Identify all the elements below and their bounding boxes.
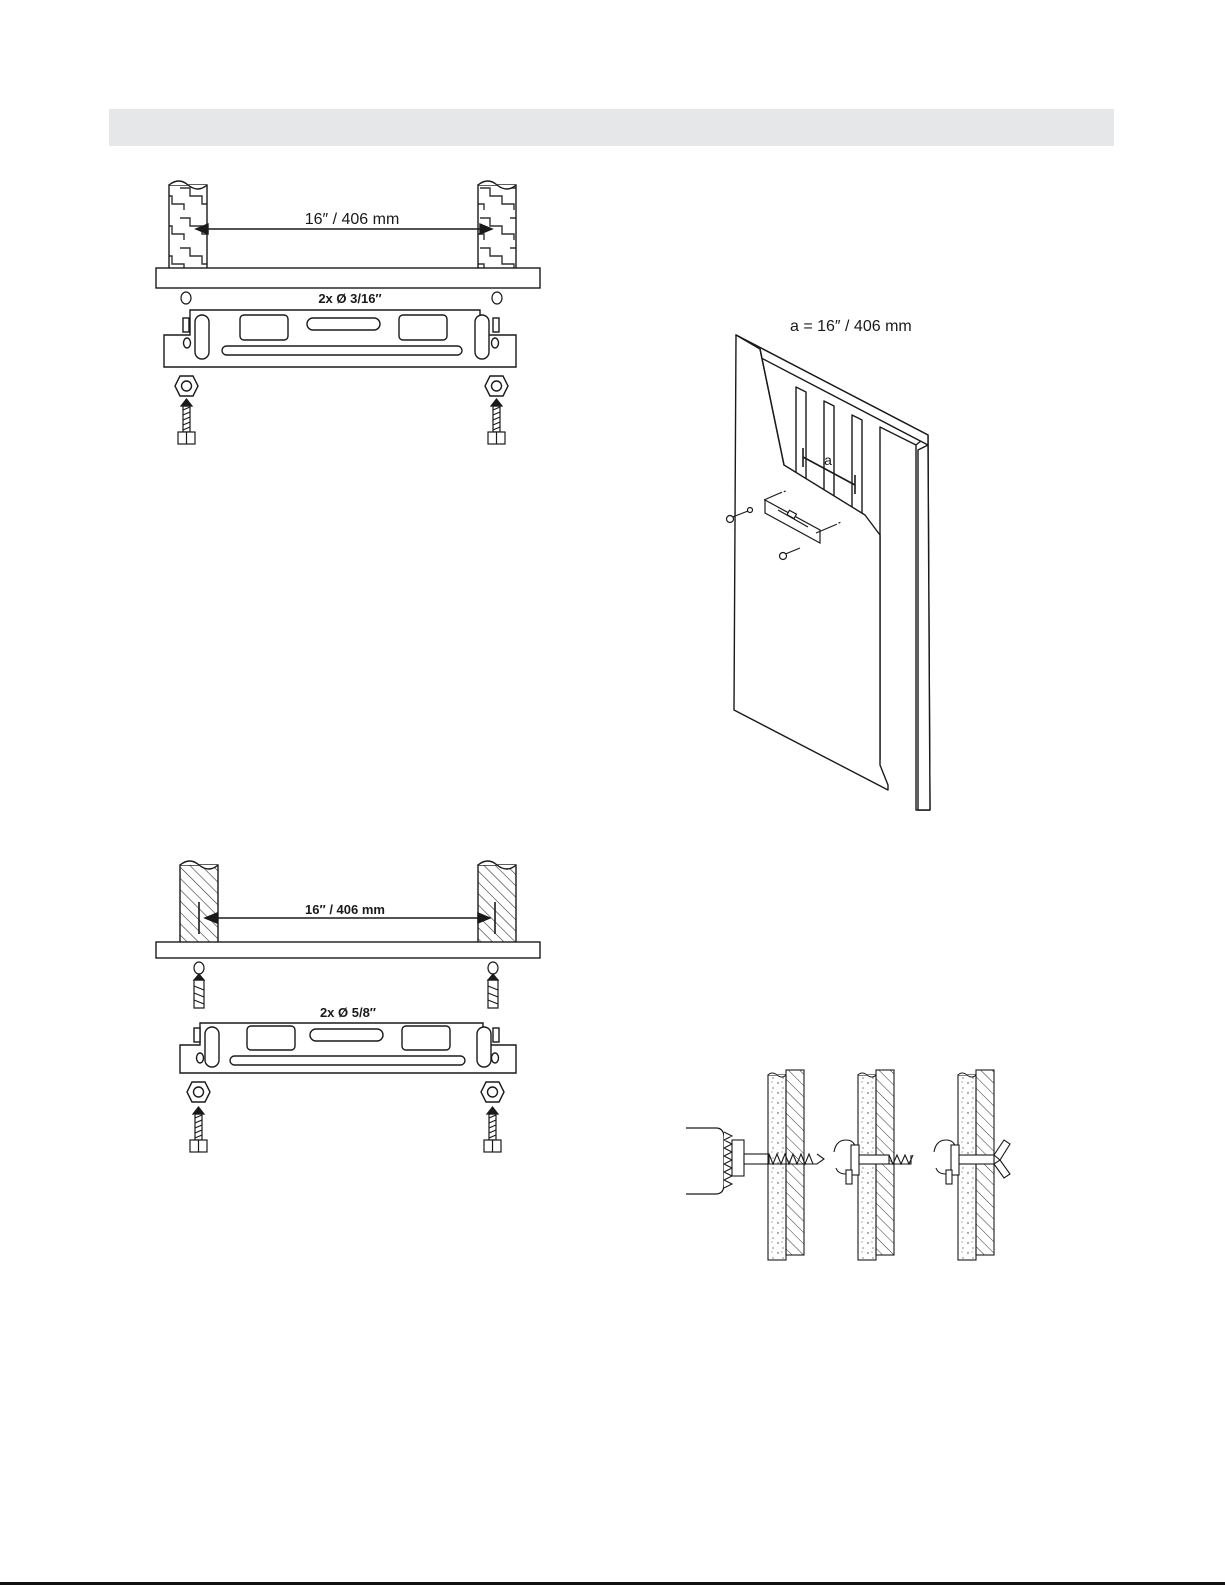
left-drill-hole — [181, 292, 191, 304]
left-lag-screw — [178, 399, 195, 444]
anchor-step-1-drilling — [686, 1070, 824, 1260]
right-masonry-pillar — [478, 861, 516, 943]
right-washer — [485, 376, 508, 396]
right-wall-anchor — [488, 962, 498, 1008]
wood-stud-mounting-figure: 16″ / 406 mm 2x Ø 3/16″ — [150, 180, 550, 460]
stud-distance-marker-label: a — [824, 452, 832, 468]
right-lag-screw — [488, 399, 505, 444]
hollow-wall-anchor-figure — [686, 1070, 1031, 1265]
stud-spacing-label: 16″ / 406 mm — [305, 211, 400, 228]
stud-distance-label: a = 16″ / 406 mm — [790, 318, 912, 335]
pillar-spacing-label: 16″ / 406 mm — [305, 902, 385, 917]
right-lag-screw — [484, 1107, 501, 1152]
left-washer — [175, 376, 198, 396]
left-masonry-pillar — [180, 861, 218, 943]
concrete-wall-diagram: 16″ / 406 mm 2x Ø 5/8″ — [150, 860, 550, 1160]
anchor-step-2-inserting — [834, 1070, 913, 1260]
drywall-panel-figure: a = 16″ / 406 mm a — [720, 305, 950, 825]
wall-bracket — [164, 310, 516, 367]
right-drill-hole — [492, 292, 502, 304]
left-lag-screw — [190, 1107, 207, 1152]
left-washer — [187, 1082, 210, 1102]
section-header-bar — [109, 109, 1114, 146]
right-washer — [481, 1082, 504, 1102]
left-wall-anchor — [194, 962, 204, 1008]
drill-size-label: 2x Ø 5/8″ — [320, 1005, 376, 1020]
drill-size-label: 2x Ø 3/16″ — [318, 291, 381, 306]
hollow-wall-anchor-diagram — [686, 1070, 1031, 1265]
drywall-panel-diagram: a = 16″ / 406 mm a — [720, 305, 950, 825]
wall-bracket — [180, 1023, 516, 1073]
wood-stud-diagram: 16″ / 406 mm 2x Ø 3/16″ — [150, 180, 550, 460]
anchor-step-3-expanded — [934, 1070, 1010, 1260]
masonry-wall-surface — [156, 942, 540, 958]
left-stud — [169, 181, 207, 269]
wall-board — [156, 268, 540, 288]
concrete-mounting-figure: 16″ / 406 mm 2x Ø 5/8″ — [150, 860, 550, 1160]
